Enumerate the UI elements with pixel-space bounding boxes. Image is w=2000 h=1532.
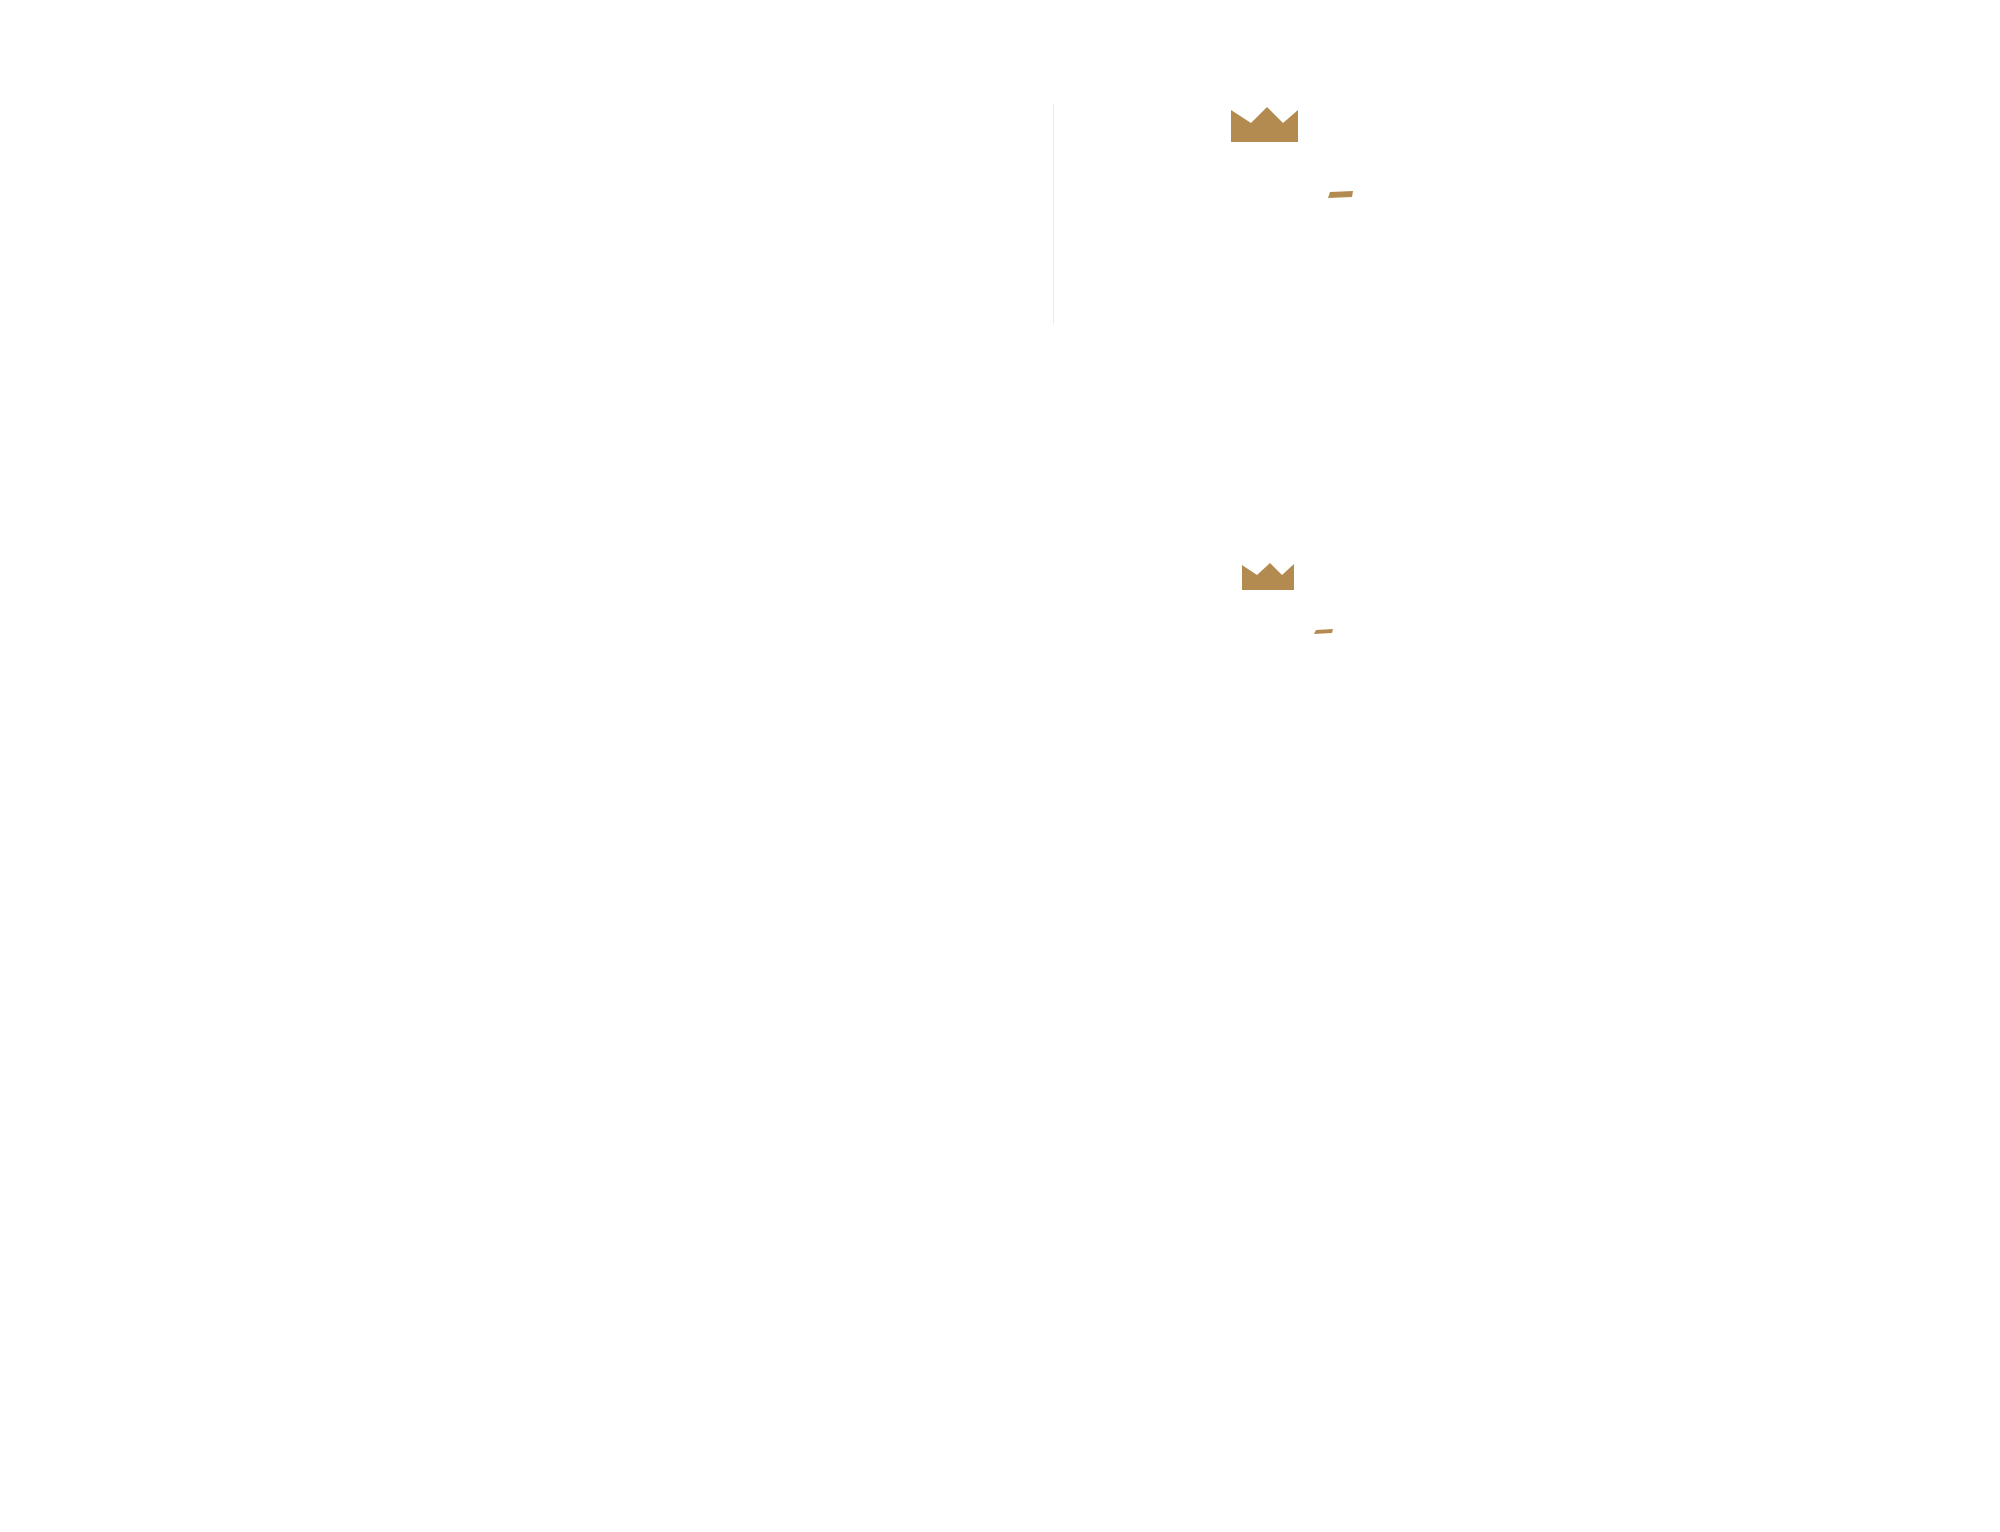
- logo-dash-mark: [1328, 191, 1353, 198]
- brand-logo-small: [1240, 560, 1340, 640]
- crown-icon: [1242, 563, 1294, 590]
- crown-icon: [1231, 107, 1298, 142]
- logo-dash-mark: [1314, 629, 1333, 634]
- vertical-divider: [1053, 104, 1054, 324]
- brand-logo-large: [1228, 104, 1358, 204]
